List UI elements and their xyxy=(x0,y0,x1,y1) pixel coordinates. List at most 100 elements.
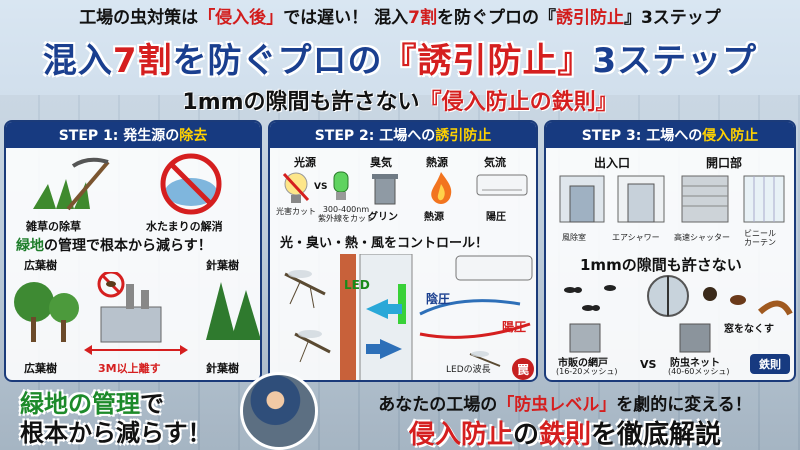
step1-panel: STEP 1: 発生源の除去 雑草の除草 水たまりの解消 緑地の管理で根本から減… xyxy=(4,120,262,382)
headline-red: 鉄則 xyxy=(539,420,592,450)
flame-icon xyxy=(431,172,452,204)
centipede-icon xyxy=(757,300,793,316)
step1-header: STEP 1: 発生源の除去 xyxy=(6,122,260,148)
conifer-bottom-label: 針葉樹 xyxy=(206,362,239,375)
windbreak-label: 風除室 xyxy=(562,233,586,242)
headline-black: の xyxy=(512,420,539,450)
trap-badge: 罠 xyxy=(512,358,534,380)
led-label: LED xyxy=(344,278,370,292)
opening-label: 開口部 xyxy=(706,156,743,170)
title-text: 3ステップ xyxy=(592,41,758,81)
weed-label: 雑草の除草 xyxy=(26,220,81,233)
gap-slogan: 1mmの隙間も許さない xyxy=(580,256,742,274)
vinyl-curtain-label: ビニール カーテン xyxy=(744,229,776,248)
bottom-headline: 侵入防止の鉄則を徹底解説 xyxy=(330,414,800,450)
vs-label: VS xyxy=(640,358,657,371)
air-shower-label: エアシャワー xyxy=(612,233,660,242)
positive-pressure-label: 陽圧 xyxy=(502,320,527,334)
tagline-text: 「防虫レベル」 xyxy=(497,395,617,415)
mosquito-icon xyxy=(294,330,331,363)
title-text: 混入 xyxy=(42,41,113,81)
beetle-icon xyxy=(730,295,746,305)
bottom-left-slogan: 緑地の管理で 根本から減らす！ xyxy=(20,390,230,448)
headline-text: 誘引防止 xyxy=(555,7,624,28)
slogan-green: 緑地 xyxy=(16,238,44,254)
lightbulb-icon xyxy=(282,172,310,203)
step2-panel: STEP 2: 工場への誘引防止 光源 臭気 熱源 気流 VS 光害カット 30… xyxy=(268,120,538,382)
tagline-text: を劇的に変える！ xyxy=(616,395,752,415)
headline-black: を徹底解説 xyxy=(591,420,722,450)
greenery-scene xyxy=(14,272,260,343)
vs-label: VS xyxy=(314,182,328,192)
conifer-top-label: 針葉樹 xyxy=(206,259,239,272)
headline-text: 』3ステップ xyxy=(623,7,721,28)
step2-header: STEP 2: 工場への誘引防止 xyxy=(270,122,536,148)
green-label: グリン xyxy=(368,212,398,223)
uv-cut-label: 300-400nm 紫外線をカット xyxy=(318,205,374,224)
positive-label: 陽圧 xyxy=(486,212,506,223)
heat-label: 熱源 xyxy=(426,156,448,169)
step2-header-text: STEP 2: 工場への xyxy=(314,128,436,144)
vinyl-line: カーテン xyxy=(744,237,776,247)
led-wavelength-label: LEDの波長 xyxy=(446,365,491,375)
spider-icon xyxy=(703,287,717,301)
uv-line: 300-400nm xyxy=(322,205,370,214)
trash-can-icon xyxy=(372,174,398,205)
pro-net-label: 防虫ネット xyxy=(670,358,720,369)
odor-label: 臭気 xyxy=(370,156,392,169)
insect-gap-scene xyxy=(564,275,793,353)
attraction-scene xyxy=(284,254,533,380)
pro-net-mesh-label: (40-60メッシュ) xyxy=(668,367,730,376)
sub-title: 1mmの隙間も許さない『侵入防止の鉄則』 xyxy=(0,84,800,115)
step1-header-text: STEP 1: 発生源の xyxy=(58,128,180,144)
no-window-label: 窓をなくす xyxy=(724,324,774,335)
negative-pressure-label: 陰圧 xyxy=(426,292,451,306)
technician-photo xyxy=(240,372,318,450)
slogan-green: 緑地の管理 xyxy=(20,390,140,418)
vinyl-line: ビニール xyxy=(744,229,776,238)
airflow-label: 気流 xyxy=(484,156,506,169)
ant-icon xyxy=(564,287,582,293)
tagline-text: あなたの工場の xyxy=(378,395,498,415)
entrance-label: 出入口 xyxy=(594,156,631,170)
bottom-tagline: あなたの工場の「防虫レベル」を劇的に変える！ xyxy=(330,390,800,415)
heat-source-label: 熱源 xyxy=(424,212,444,223)
title-text: 『誘引防止』 xyxy=(382,41,593,81)
subtitle-text: 『侵入防止の鉄則』 xyxy=(419,90,618,115)
high-speed-shutter-icon xyxy=(681,175,729,223)
led-bulb-icon xyxy=(333,171,349,200)
step3-header: STEP 3: 工場への侵入防止 xyxy=(546,122,794,148)
rule-badge: 鉄則 xyxy=(750,354,790,374)
main-title: 混入7割を防ぐプロの『誘引防止』3ステップ xyxy=(0,33,800,81)
slogan-text: で xyxy=(140,390,164,418)
shutter-label: 高速シャッター xyxy=(674,233,730,242)
uv-line: 紫外線をカット xyxy=(318,213,374,223)
headline-red: 侵入防止 xyxy=(408,420,513,450)
mosquito-icon xyxy=(284,270,326,309)
market-net-label: 市販の網戸 xyxy=(558,358,608,369)
mosquito-icon xyxy=(469,351,501,367)
step1-slogan: 緑地の管理で根本から減らす！ xyxy=(16,235,212,255)
subtitle-text: 1mmの隙間も許さない xyxy=(182,90,420,115)
entrance-devices xyxy=(559,175,785,223)
market-net-mesh-label: (16-20メッシュ) xyxy=(556,367,618,376)
weed-scythe-icon xyxy=(33,157,110,211)
step1-header-text: 除去 xyxy=(179,128,208,144)
slogan-text: の管理で根本から減らす！ xyxy=(44,238,212,254)
step3-header-text: 侵入防止 xyxy=(702,128,759,144)
light-source-label: 光源 xyxy=(294,156,316,169)
slogan-line: 緑地の管理で xyxy=(20,390,230,419)
air-shower-icon xyxy=(617,175,665,223)
step3-panel: STEP 3: 工場への侵入防止 出入口 開口部 風除室 エアシャワー 高速シャ… xyxy=(544,120,796,382)
title-text: 7割 xyxy=(112,41,173,81)
air-conditioner-icon xyxy=(476,174,528,196)
broadleaf-bottom-label: 広葉樹 xyxy=(24,362,57,375)
ant-icon xyxy=(604,285,616,291)
ant-icon xyxy=(582,305,600,311)
no-puddle-icon xyxy=(160,153,222,215)
distance-arrow xyxy=(84,345,188,355)
headline-text: 7割 xyxy=(408,7,437,28)
light-cut-label: 光害カット xyxy=(276,207,316,216)
distance-label: 3M以上離す xyxy=(98,362,161,375)
